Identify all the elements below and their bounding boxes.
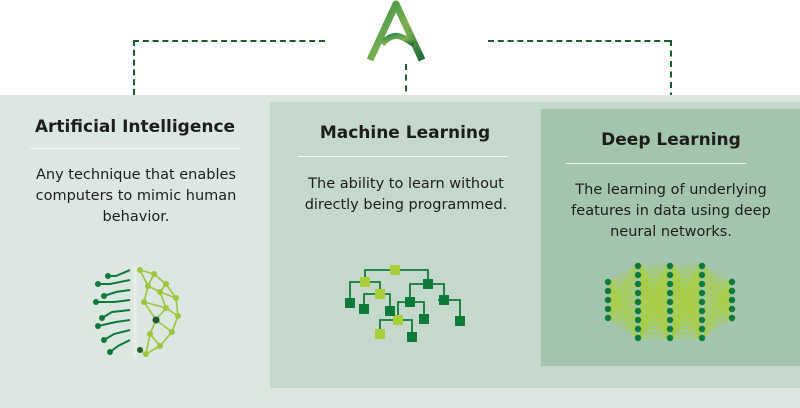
section-title-deep-learning: Deep Learning	[601, 130, 741, 150]
section-description-machine-learning: The ability to learn without directly be…	[304, 176, 508, 213]
connector-line-left	[133, 40, 325, 42]
panel-deep-learning	[541, 109, 800, 366]
decision-tree-icon	[345, 265, 465, 342]
connector-line-left-drop	[133, 40, 135, 95]
section-divider	[30, 148, 240, 149]
section-title-machine-learning: Machine Learning	[319, 123, 491, 143]
neural-network-icon	[604, 262, 736, 342]
connector-line-right-drop	[670, 40, 672, 109]
ai-logo: AI	[366, 0, 442, 62]
connector-line-center-drop	[405, 64, 407, 102]
section-description-artificial-intelligence: Any technique that enables computers to …	[35, 167, 237, 225]
section-title-artificial-intelligence: Artificial Intelligence	[34, 117, 236, 137]
brain-circuit-icon	[93, 266, 181, 358]
section-description-deep-learning: The learning of underlying features in d…	[571, 182, 771, 240]
section-divider	[298, 156, 508, 157]
section-divider	[566, 163, 746, 164]
connector-line-right	[488, 40, 670, 42]
